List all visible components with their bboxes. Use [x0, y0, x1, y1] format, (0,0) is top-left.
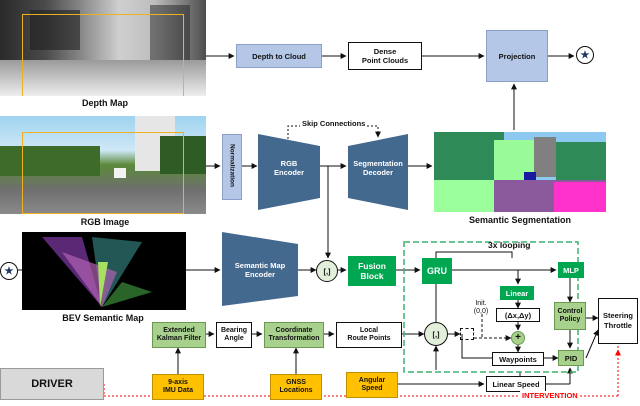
star-icon: ★	[580, 49, 590, 61]
linear-label: Linear	[505, 288, 529, 298]
dense-point-clouds-box	[348, 42, 422, 70]
plus-circle	[511, 331, 525, 345]
waypoints-box	[492, 352, 544, 366]
rgb-image-label: RGB Image	[80, 217, 130, 227]
normalization-box	[222, 134, 242, 200]
depth-map-label: Depth Map	[82, 98, 128, 108]
depth-map-image	[0, 0, 206, 96]
pid-box	[558, 350, 584, 366]
concat1-circle	[316, 260, 338, 282]
semantic-seg-image	[434, 132, 606, 212]
star-input-circle	[0, 262, 18, 280]
skip-connections-label: Skip Connections	[300, 119, 368, 128]
linear-speed-label: Linear Speed	[492, 379, 540, 389]
delta-label: (Δx,Δy)	[504, 310, 532, 320]
bev-map-image	[22, 232, 186, 310]
concat1-label: [,]	[323, 266, 331, 276]
local-route-label: Local Route Points	[347, 326, 391, 343]
init-dashed-box	[460, 328, 474, 340]
local-route-box	[336, 322, 402, 348]
gru-box	[422, 258, 452, 284]
driver-box	[0, 368, 104, 400]
semantic-seg-label: Semantic Segmentation	[468, 215, 572, 225]
fusion-block-label: Fusion Block	[358, 261, 386, 281]
star-output-circle	[576, 46, 594, 64]
coord-transform-label: Coordinate Transformation	[268, 326, 320, 343]
star-icon: ★	[4, 265, 14, 277]
bearing-angle-label: Bearing Angle	[220, 326, 248, 343]
gnss-label: GNSS Locations	[279, 378, 313, 395]
rgb-image	[0, 116, 206, 214]
imu-box	[152, 374, 204, 400]
init-label: Init. (0,0)	[473, 300, 489, 315]
bev-map-label: BEV Semantic Map	[62, 313, 144, 323]
mlp-label: MLP	[563, 265, 579, 275]
ekf-box	[152, 322, 206, 348]
angular-speed-label: Angular Speed	[358, 376, 386, 393]
gru-label: GRU	[427, 265, 447, 276]
intervention-label: INTERVENTION	[520, 391, 580, 400]
ekf-label: Extended Kalman Filter	[156, 326, 202, 343]
steering-throttle-label: Steering Throttle	[602, 311, 633, 330]
mlp-box	[558, 262, 584, 278]
imu-label: 9-axis IMU Data	[163, 378, 193, 395]
projection-label: Projection	[498, 51, 536, 61]
projection-box	[486, 30, 548, 82]
concat2-circle	[424, 322, 448, 346]
angular-speed-box	[346, 372, 398, 398]
depth-to-cloud-label: Depth to Cloud	[252, 51, 306, 61]
normalization-label: Normalization	[228, 144, 236, 187]
driver-label: DRIVER	[31, 377, 73, 390]
delta-box	[496, 308, 540, 322]
dense-point-clouds-label: Dense Point Clouds	[361, 47, 409, 65]
bearing-angle-box	[216, 322, 252, 348]
seg-decoder-label: Segmentation Decoder	[353, 159, 403, 177]
rgb-encoder-label: RGB Encoder	[273, 159, 304, 177]
steering-throttle-box	[598, 298, 638, 344]
plus-label: +	[515, 331, 521, 343]
control-policy-label: Control Policy	[557, 307, 583, 324]
control-policy-box	[554, 302, 586, 330]
looping-label: 3x looping	[488, 240, 531, 250]
gnss-box	[270, 374, 322, 400]
pid-label: PID	[564, 353, 578, 363]
linear-box	[500, 286, 534, 300]
fusion-block-box	[348, 256, 396, 286]
sem-map-encoder-label: Semantic Map Encoder	[234, 261, 286, 279]
waypoints-label: Waypoints	[499, 354, 537, 364]
linear-speed-box	[486, 376, 546, 392]
depth-to-cloud-box	[236, 44, 322, 68]
concat2-label: [,]	[432, 329, 440, 339]
coord-transform-box	[264, 322, 324, 348]
